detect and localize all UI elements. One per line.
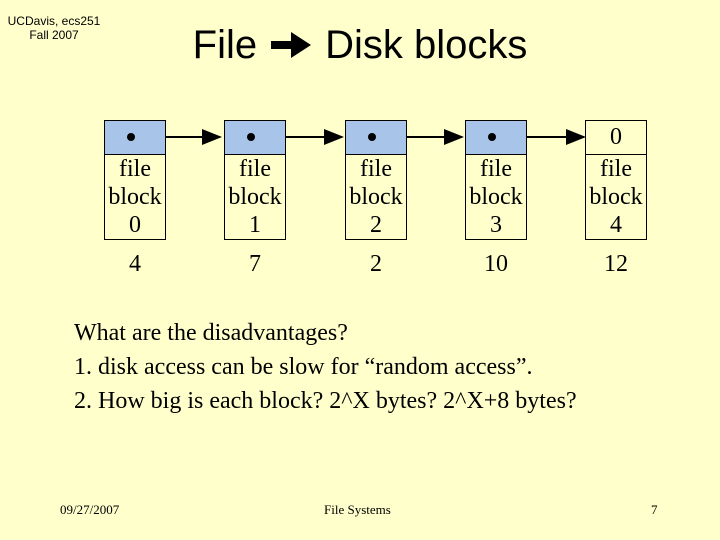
pointer-field [466,121,526,155]
block-label-line: file [119,156,151,182]
title-left: File [192,23,258,67]
block-label-line: block [108,184,162,210]
disk-index-2: 2 [370,251,382,277]
pointer-dot [127,133,135,141]
body-question: What are the disadvantages? [74,320,348,346]
block-label: file block 1 [225,155,285,239]
block-label-line: block [589,184,643,210]
disk-index-3: 10 [484,251,508,277]
body-point-2: 2. How big is each block? 2^X bytes? 2^X… [74,388,577,414]
title-right: Disk blocks [325,23,528,67]
slide-title: File Disk blocks [0,20,720,72]
block-label-line: file [239,156,271,182]
block-label-line: file [360,156,392,182]
pointer-dot [488,133,496,141]
disk-index-1: 7 [249,251,261,277]
pointer-field: 0 [586,121,646,155]
block-number: 0 [129,212,141,238]
null-pointer: 0 [610,124,622,150]
disk-index-0: 4 [129,251,141,277]
block-label-line: block [228,184,282,210]
pointer-field [346,121,406,155]
block-label: file block 2 [346,155,406,239]
right-arrow-icon [269,22,313,72]
slide-body: What are the disadvantages? 1. disk acce… [74,316,577,418]
block-label: file block 4 [586,155,646,239]
footer-date: 09/27/2007 [60,502,120,517]
disk-block-3: file block 3 [465,120,527,240]
block-label-line: file [600,156,632,182]
block-label-line: block [349,184,403,210]
footer-title: File Systems [324,502,391,517]
block-label-line: file [480,156,512,182]
block-label-line: block [469,184,523,210]
page-number: 7 [651,502,658,517]
block-label: file block 3 [466,155,526,239]
body-point-1: 1. disk access can be slow for “random a… [74,354,533,380]
block-number: 2 [370,212,382,238]
pointer-field [225,121,285,155]
disk-block-0: file block 0 [104,120,166,240]
disk-block-2: file block 2 [345,120,407,240]
disk-index-4: 12 [604,251,628,277]
course-term: Fall 2007 [29,28,79,42]
pointer-field [105,121,165,155]
block-number: 3 [490,212,502,238]
course-label: UCDavis, ecs251 Fall 2007 [4,14,104,42]
pointer-dot [368,133,376,141]
disk-block-1: file block 1 [224,120,286,240]
course-name: UCDavis, ecs251 [7,14,101,28]
block-number: 4 [610,212,622,238]
block-number: 1 [249,212,261,238]
disk-block-4: 0 file block 4 [585,120,647,240]
pointer-dot [247,133,255,141]
block-label: file block 0 [105,155,165,239]
